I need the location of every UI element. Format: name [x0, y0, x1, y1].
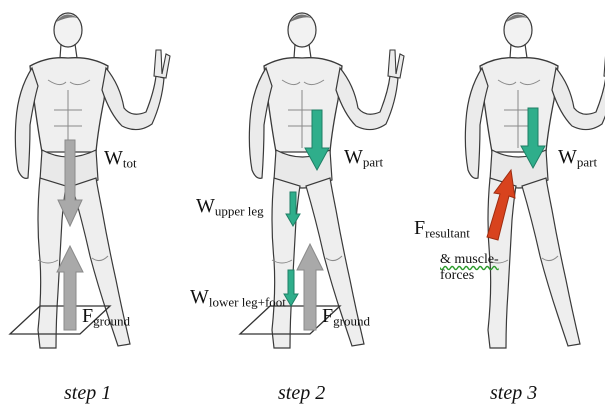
w-lower-leg-foot-label: Wlower leg+foot — [190, 287, 286, 308]
f-resultant-label: Fresultant — [414, 218, 470, 239]
human-figure — [15, 13, 170, 348]
f-ground-label: Fground — [322, 306, 370, 327]
step-1-caption: step 1 — [64, 382, 111, 405]
w-tot-label: Wtot — [104, 148, 137, 169]
panel-step-1 — [10, 13, 170, 348]
w-part-label: Wpart — [344, 147, 383, 168]
muscle-forces-label: & muscle-forces — [440, 252, 499, 284]
human-figure — [465, 13, 605, 348]
f-ground-arrow — [57, 246, 83, 330]
f-ground-label: Fground — [82, 306, 130, 327]
panel-step-3 — [465, 13, 605, 348]
f-ground-arrow — [297, 244, 323, 330]
w-upper-leg-label: Wupper leg — [196, 196, 264, 217]
step-2-caption: step 2 — [278, 382, 325, 405]
step-3-caption: step 3 — [490, 382, 537, 405]
w-part-label: Wpart — [558, 147, 597, 168]
